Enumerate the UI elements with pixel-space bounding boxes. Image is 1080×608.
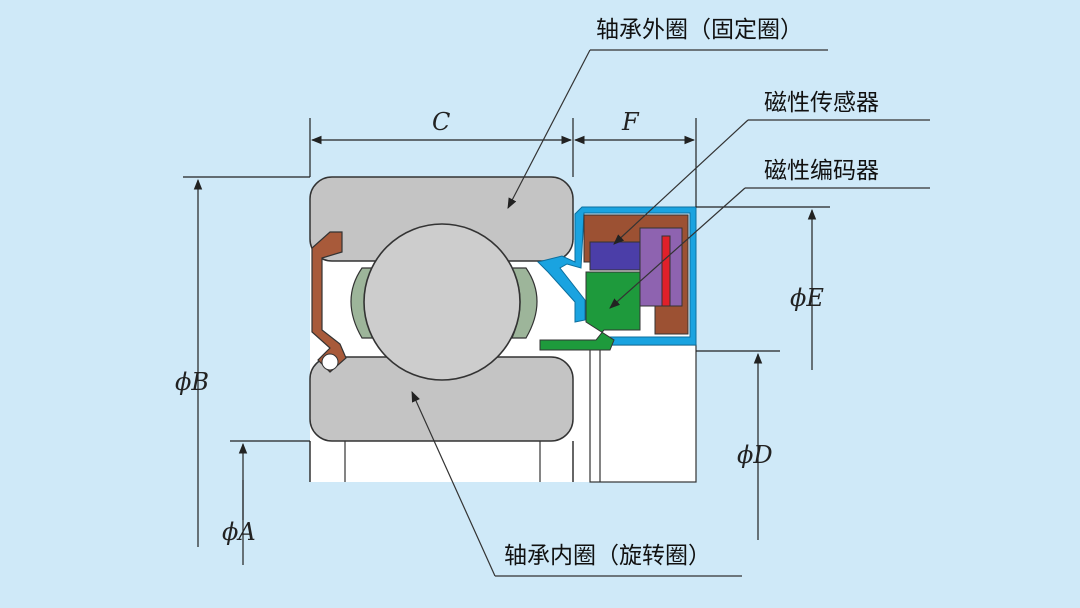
seal-lip xyxy=(321,353,339,371)
leader-sensor xyxy=(613,119,749,245)
label-outer-ring: 轴承外圈（固定圈） xyxy=(596,17,803,43)
seal xyxy=(311,231,347,373)
dim-label-phi-b: ϕB xyxy=(175,368,209,396)
sensor-chip xyxy=(589,241,641,271)
magnetic-encoder xyxy=(539,271,641,351)
ball xyxy=(363,223,521,381)
circuit-board xyxy=(639,227,683,307)
dim-label-f: F xyxy=(621,108,640,136)
sensor-shield xyxy=(537,206,697,346)
label-inner-ring: 轴承内圈（旋转圈） xyxy=(504,543,711,569)
dim-label-c: C xyxy=(432,108,450,136)
label-magnetic-encoder: 磁性编码器 xyxy=(764,158,879,184)
label-magnetic-sensor: 磁性传感器 xyxy=(764,90,879,116)
dim-label-phi-e: ϕE xyxy=(790,284,824,312)
magnet-strip xyxy=(661,235,671,307)
leader-outer-ring xyxy=(507,49,591,209)
leader-inner-ring xyxy=(411,391,496,577)
dim-label-phi-d: ϕD xyxy=(737,441,773,469)
leader-encoder xyxy=(609,187,746,309)
sensor-bore xyxy=(589,344,697,483)
dim-label-phi-a: ϕA xyxy=(222,518,256,546)
